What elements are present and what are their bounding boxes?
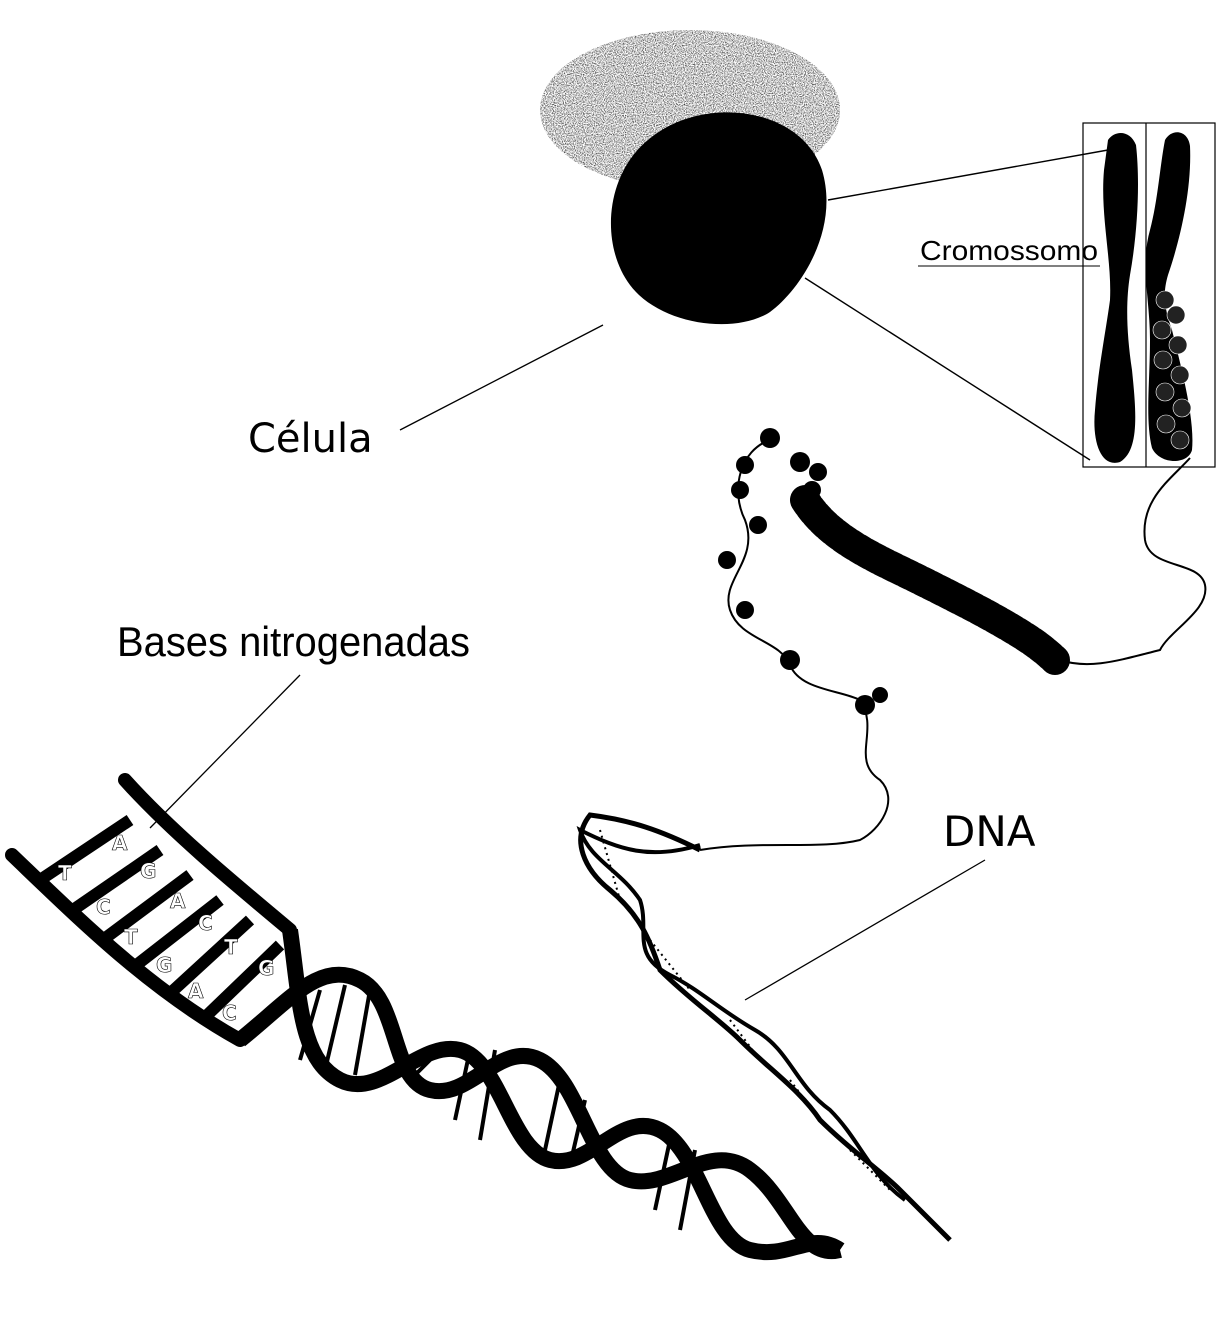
base-letter: G — [140, 859, 156, 883]
dna-large-strand-a — [240, 975, 840, 1251]
zoom-lines — [805, 150, 1108, 460]
base-letter: T — [124, 925, 138, 949]
base-letter: A — [112, 831, 128, 855]
chromatin-fiber — [700, 428, 1205, 850]
chromatin-solenoid — [805, 500, 1055, 660]
dna-label: DNA — [943, 807, 1036, 856]
bases-leader-line — [150, 675, 300, 828]
base-letter: C — [198, 911, 213, 935]
base-letter: G — [258, 956, 274, 980]
nucleosome-beads — [718, 428, 888, 715]
dna-leader-line — [745, 860, 985, 1000]
cell-label: Célula — [248, 416, 373, 462]
base-letter: G — [156, 953, 172, 977]
dna-small-strand-b — [580, 830, 905, 1200]
cell-group — [540, 30, 840, 324]
chromosome-panel: Cromossomo — [918, 123, 1215, 467]
chromosome-label: Cromossomo — [920, 235, 1098, 266]
cell-leader-line — [400, 325, 603, 430]
base-letter: A — [188, 979, 204, 1003]
bases-label: Bases nitrogenadas — [117, 618, 470, 665]
base-letter: C — [222, 1001, 237, 1025]
base-letter: T — [58, 861, 72, 885]
base-letter: T — [224, 935, 238, 959]
base-letter: C — [96, 895, 111, 919]
base-letter: A — [170, 889, 186, 913]
dna-small-rungs — [600, 830, 890, 1190]
chromatid-left — [1094, 133, 1138, 463]
cell-nucleus — [611, 112, 827, 324]
chromatin-thin-strand — [700, 440, 1205, 850]
